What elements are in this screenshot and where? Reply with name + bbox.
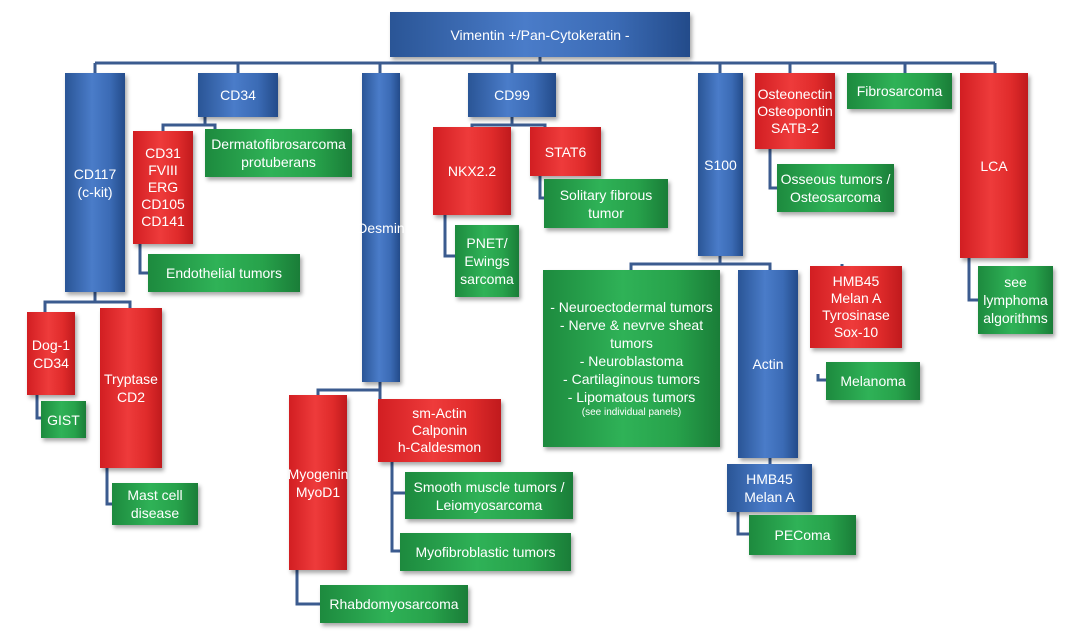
node-s100: S100	[698, 73, 743, 256]
node-text: Tyrosinase	[822, 307, 890, 323]
node-myofibroblastic-tumors: Myofibroblastic tumors	[400, 533, 571, 571]
root-node-vimentin: Vimentin +/Pan-Cytokeratin -	[390, 12, 690, 57]
node-text: Melan A	[744, 489, 795, 505]
node-note: (see individual panels)	[581, 407, 682, 418]
node-text: Rhabdomyosarcoma	[329, 596, 459, 612]
node-text: Desmin	[357, 219, 405, 236]
node-text: Dermatofibrosarcoma	[211, 136, 346, 152]
node-text: Tryptase	[104, 371, 158, 387]
node-text: disease	[130, 505, 180, 521]
node-text: CD31	[145, 145, 181, 161]
node-text: CD34	[33, 354, 69, 371]
node-text: S100	[704, 156, 737, 173]
node-text: STAT6	[544, 143, 587, 160]
node-text: Calponin	[411, 422, 468, 438]
node-text: - Cartilaginous tumors	[563, 371, 700, 387]
node-text: Mast cell	[127, 487, 183, 503]
node-osteonectin: Osteonectin Osteopontin SATB-2	[755, 73, 835, 149]
node-text: ERG	[147, 179, 179, 195]
node-tryptase: Tryptase CD2	[100, 308, 162, 468]
node-text: Melanoma	[840, 373, 906, 389]
node-text: CD34	[220, 87, 256, 103]
node-text: FVIII	[148, 162, 178, 178]
node-text: NKX2.2	[447, 163, 497, 179]
node-text: PEComa	[774, 527, 831, 543]
node-cd99: CD99	[468, 73, 556, 117]
node-text: Smooth muscle tumors /	[413, 478, 565, 495]
node-dog1: Dog-1 CD34	[27, 312, 75, 395]
node-endothelial-tumors: Endothelial tumors	[148, 254, 300, 292]
node-sm-actin: sm-Actin Calponin h-Caldesmon	[378, 399, 501, 462]
node-text: CD141	[141, 213, 185, 229]
node-myogenin: Myogenin MyoD1	[287, 395, 349, 570]
node-text: see	[1004, 274, 1027, 290]
node-text: Ewings	[464, 253, 510, 269]
node-text: Solitary fibrous	[559, 186, 653, 203]
node-stat6: STAT6	[530, 127, 601, 176]
node-text: lymphoma	[983, 292, 1048, 308]
node-text: - Neuroblastoma	[579, 353, 684, 369]
node-text: Leiomyosarcoma	[435, 496, 543, 513]
node-rhabdomyosarcoma: Rhabdomyosarcoma	[320, 585, 468, 623]
node-text: Dog-1	[31, 336, 71, 353]
node-text: - Lipomatous tumors	[567, 389, 696, 405]
node-dermatofibrosarcoma: Dermatofibrosarcoma protuberans	[205, 129, 352, 177]
node-lymphoma-algorithms: see lymphoma algorithms	[978, 266, 1053, 334]
node-text: Osseous tumors /	[780, 171, 891, 187]
node-desmin: Desmin	[357, 73, 405, 382]
node-text: Osteosarcoma	[789, 189, 882, 205]
node-pnet-ewings: PNET/ Ewings sarcoma	[455, 225, 519, 297]
node-text: tumors	[610, 335, 653, 351]
node-osseous-tumors: Osseous tumors / Osteosarcoma	[777, 164, 894, 212]
node-cd117: CD117 (c-kit)	[65, 73, 125, 292]
node-text: Osteonectin	[757, 85, 833, 102]
node-text: Osteopontin	[757, 102, 833, 119]
node-text: algorithms	[983, 310, 1048, 326]
node-text: protuberans	[241, 154, 316, 170]
node-text: sm-Actin	[412, 405, 467, 421]
node-text: Melan A	[830, 290, 882, 306]
node-text: Endothelial tumors	[166, 265, 282, 281]
node-smooth-muscle-tumors: Smooth muscle tumors / Leiomyosarcoma	[405, 472, 573, 519]
node-cd34: CD34	[198, 73, 278, 117]
node-text: CD99	[494, 87, 530, 103]
node-lca: LCA	[960, 73, 1028, 258]
node-text: GIST	[47, 411, 80, 428]
node-text: MyoD1	[295, 483, 341, 500]
node-text: PNET/	[466, 235, 508, 251]
node-text: HMB45	[746, 471, 793, 487]
node-cd31: CD31 FVIII ERG CD105 CD141	[133, 131, 193, 244]
node-text: - Nerve & nevrve sheat	[559, 317, 704, 333]
node-gist: GIST	[41, 401, 86, 438]
node-text: Actin	[752, 356, 784, 372]
node-text: sarcoma	[460, 271, 514, 287]
node-pecoma: PEComa	[749, 515, 856, 555]
node-melanoma: Melanoma	[826, 362, 920, 400]
node-text: - Neuroectodermal tumors	[550, 299, 713, 315]
node-text: SATB-2	[771, 119, 819, 136]
node-text: Myofibroblastic tumors	[415, 544, 556, 560]
node-text: h-Caldesmon	[397, 439, 482, 455]
node-mast-cell-disease: Mast cell disease	[112, 483, 198, 525]
node-nkx22: NKX2.2	[433, 127, 511, 215]
node-solitary-fibrous-tumor: Solitary fibrous tumor	[544, 179, 668, 228]
node-text: CD117	[73, 165, 117, 182]
node-text: Sox-10	[833, 324, 879, 340]
node-hmb45-sox10: HMB45 Melan A Tyrosinase Sox-10	[810, 266, 902, 348]
node-fibrosarcoma: Fibrosarcoma	[847, 73, 952, 109]
node-text: Fibrosarcoma	[856, 83, 943, 99]
node-text: CD2	[116, 389, 145, 405]
node-hmb45-melan-a: HMB45 Melan A	[727, 464, 812, 512]
node-text: Vimentin +/Pan-Cytokeratin -	[450, 26, 630, 43]
node-text: (c-kit)	[77, 183, 113, 200]
node-neuroectodermal-list: - Neuroectodermal tumors - Nerve & nevrv…	[543, 270, 720, 447]
node-text: Myogenin	[287, 465, 349, 482]
node-text: tumor	[588, 204, 624, 221]
node-text: HMB45	[832, 273, 880, 289]
node-text: LCA	[980, 157, 1008, 174]
node-actin: Actin	[738, 270, 798, 458]
node-text: CD105	[141, 196, 185, 212]
